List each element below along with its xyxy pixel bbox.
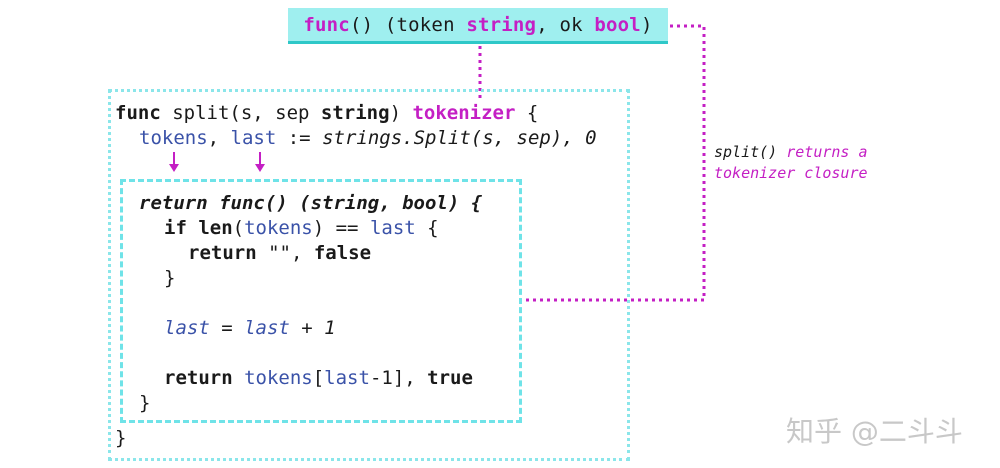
false-literal: false (313, 242, 372, 264)
sig-func-keyword: func (303, 13, 350, 36)
tokens-assignment-line: tokens, last := strings.Split(s, sep), 0 (139, 126, 597, 150)
tokenizer-type: tokenizer (412, 102, 516, 124)
bracket-open: [ (312, 367, 325, 389)
paren-open: ( (232, 217, 245, 239)
annotation-line1: returns a (777, 143, 868, 161)
return-keyword: return (164, 367, 233, 389)
tokens-var: tokens (139, 127, 208, 149)
tokens-var: tokens (244, 217, 313, 239)
annotation-line2: tokenizer closure (714, 164, 868, 182)
open-brace: { (515, 102, 539, 124)
closure-close-brace: } (139, 392, 151, 414)
return-token-line: return tokens[last-1], true (164, 366, 473, 390)
split-function-box (108, 89, 630, 461)
return-keyword: return (188, 242, 257, 264)
closure-box (120, 179, 522, 423)
open-brace: { (415, 217, 439, 239)
strings-split-call: strings.Split(s, sep), 0 (322, 127, 597, 149)
string-keyword: string (320, 102, 390, 124)
last-var: last (369, 217, 416, 239)
tokens-arrow-icon (169, 152, 179, 172)
plus-one: + 1 (289, 317, 336, 339)
last-var: last (230, 127, 277, 149)
sig-bool-keyword: bool (594, 13, 641, 36)
watermark: 知乎 @二斗斗 (786, 415, 963, 448)
empty-string: "", (256, 242, 314, 264)
equals-op: ) == (312, 217, 370, 239)
function-signature-box: func() (token string, ok bool) (288, 8, 668, 44)
sig-close: ) (640, 13, 653, 36)
true-literal: true (427, 367, 473, 389)
sig-string-keyword: string (466, 13, 537, 36)
last-arrow-icon (255, 152, 265, 172)
last-var: last (244, 317, 290, 339)
return-keyword: return (139, 192, 208, 214)
sig-params: () (token (349, 13, 467, 36)
closure-annotation: split() returns a tokenizer closure (714, 142, 868, 184)
minus-one: -1], (369, 367, 428, 389)
comma: , (207, 127, 231, 149)
signature-to-closure-line (524, 24, 706, 302)
split-declaration-line: func split(s, sep string) tokenizer { (115, 101, 538, 125)
sig-ok: , ok (536, 13, 595, 36)
split-signature: split(s, sep (160, 102, 321, 124)
outer-close-brace: } (115, 427, 127, 449)
if-line: if len(tokens) == last { (164, 216, 439, 240)
func-keyword: func (115, 102, 161, 124)
last-var: last (324, 367, 370, 389)
closure-signature: func() (string, bool) { (207, 192, 483, 214)
assign-op: = (209, 317, 245, 339)
tokens-var: tokens (232, 367, 313, 389)
increment-line: last = last + 1 (164, 316, 336, 340)
if-len: if len (164, 217, 233, 239)
paren-close: ) (389, 102, 413, 124)
if-close-brace: } (164, 267, 176, 289)
assign-op: := (276, 127, 323, 149)
annotation-split: split() (714, 143, 778, 161)
return-func-line: return func() (string, bool) { (139, 191, 482, 215)
return-empty-line: return "", false (188, 241, 371, 265)
last-var: last (164, 317, 210, 339)
